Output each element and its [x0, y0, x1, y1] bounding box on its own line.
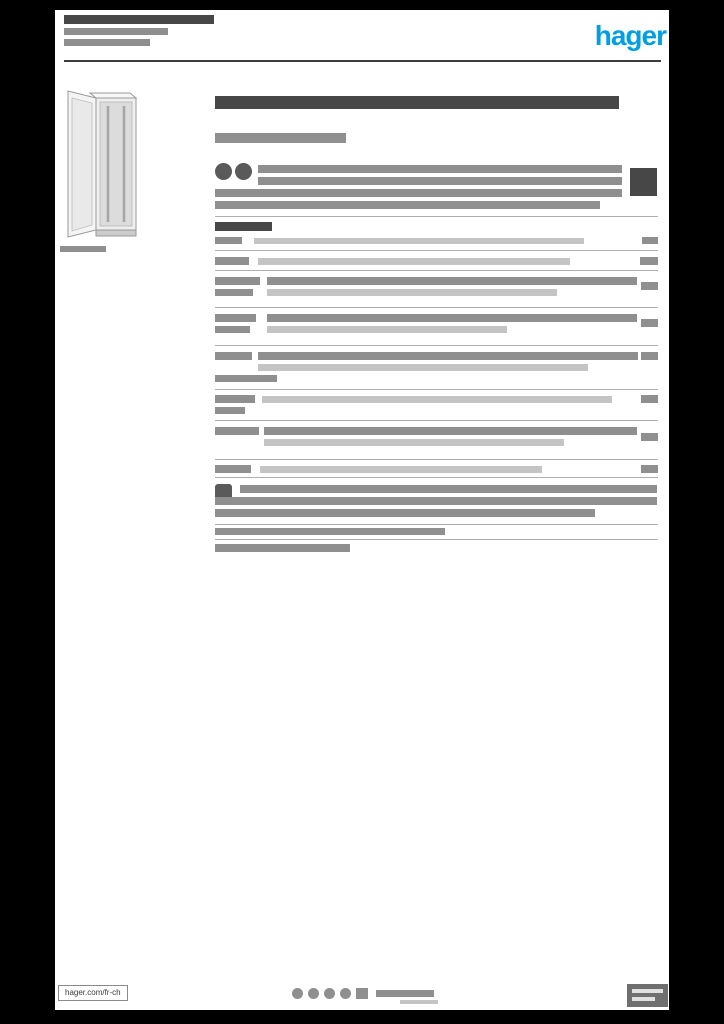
product-title-line: [215, 96, 619, 109]
footer-brand-line: [632, 997, 655, 1001]
row-separator: [215, 270, 658, 271]
spec-text: [258, 258, 570, 265]
spec-label: [215, 395, 255, 403]
section-subtitle-line: [215, 133, 346, 143]
footer-text-line: [400, 1000, 438, 1004]
spec-text: [258, 364, 588, 371]
note-icon-square: [215, 484, 232, 501]
spec-label: [215, 289, 253, 296]
row-separator: [215, 420, 658, 421]
cabinet-door-panel: [71, 97, 93, 232]
cert-mark: [292, 988, 303, 999]
note-text-line: [215, 497, 657, 505]
intro-text-line: [215, 189, 622, 197]
spec-label: [215, 407, 245, 414]
cabinet-plinth: [95, 229, 137, 237]
row-separator: [215, 216, 658, 217]
cert-mark: [340, 988, 351, 999]
feature-icon-circle: [235, 163, 252, 180]
spec-text: [267, 326, 507, 333]
cert-mark: [356, 988, 368, 999]
spec-text: [260, 466, 542, 473]
header-rule: [64, 60, 661, 62]
product-caption: [60, 246, 106, 252]
spec-value: [641, 433, 658, 441]
product-image: [67, 90, 138, 238]
note-text-line: [240, 485, 657, 493]
spec-value: [641, 465, 658, 473]
spec-label: [215, 326, 250, 333]
spec-text: [267, 277, 637, 285]
intro-text-line: [258, 177, 622, 185]
footer-site-link[interactable]: hager.com/fr-ch: [58, 985, 128, 1001]
spec-text: [254, 238, 584, 244]
spec-text: [264, 439, 564, 446]
feature-icon-circle: [215, 163, 232, 180]
spec-text: [215, 544, 350, 552]
footer-brand-line: [632, 989, 663, 993]
spec-text: [258, 352, 638, 360]
spec-value: [641, 395, 658, 403]
cabinet-interior: [99, 101, 133, 227]
spec-label: [215, 257, 249, 265]
note-text-line: [215, 509, 595, 517]
footer-text-line: [376, 990, 434, 997]
spec-label: [215, 465, 251, 473]
footer-brand-box: [627, 984, 668, 1007]
row-separator: [215, 459, 658, 460]
row-separator: [215, 389, 658, 390]
doc-subtitle-line: [64, 39, 150, 46]
spec-text: [215, 528, 445, 535]
spec-value: [642, 237, 658, 244]
intro-text-line: [215, 201, 600, 209]
row-separator: [215, 477, 658, 478]
row-separator: [215, 307, 658, 308]
doc-title-line: [64, 15, 214, 24]
cabinet-top: [88, 92, 138, 99]
intro-value-box: [630, 168, 657, 196]
spec-section-label: [215, 222, 272, 231]
row-separator: [215, 539, 658, 540]
spec-value: [641, 352, 658, 360]
spec-value: [641, 319, 658, 327]
cert-mark: [308, 988, 319, 999]
spec-label: [215, 427, 259, 435]
hager-logo: hager: [594, 20, 667, 51]
spec-label: [215, 277, 260, 285]
spec-value: [640, 257, 658, 265]
row-separator: [215, 345, 658, 346]
doc-subtitle-line: [64, 28, 168, 35]
intro-text-line: [258, 165, 622, 173]
spec-label: [215, 314, 256, 322]
spec-text: [264, 427, 637, 435]
spec-text: [267, 289, 557, 296]
spec-label: [215, 375, 277, 382]
row-separator: [215, 250, 658, 251]
spec-label: [215, 237, 242, 244]
spec-text: [262, 396, 612, 403]
spec-label: [215, 352, 252, 360]
cert-mark: [324, 988, 335, 999]
spec-text: [267, 314, 637, 322]
spec-value: [641, 282, 658, 290]
row-separator: [215, 524, 658, 525]
